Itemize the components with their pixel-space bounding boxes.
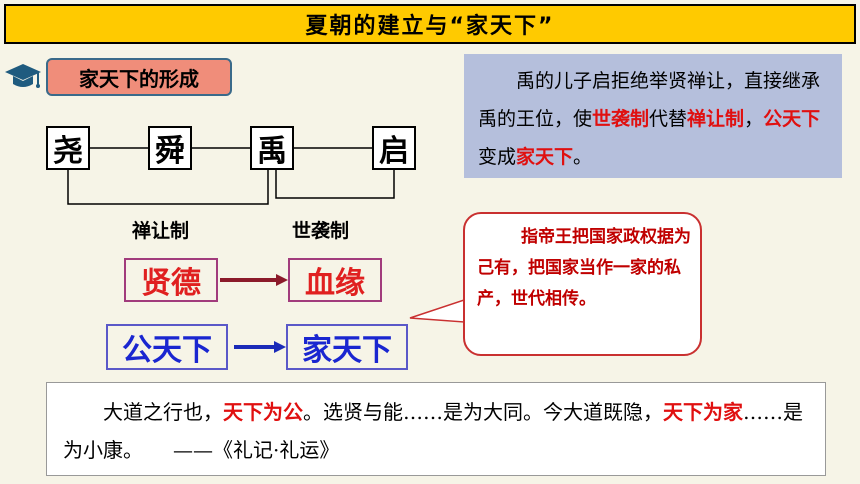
ruler-yao: 尧 xyxy=(46,126,90,170)
definition-bubble: 指帝王把国家政权据为己有，把国家当作一家的私产，世代相传。 xyxy=(463,212,702,356)
page-title: 夏朝的建立与“家天下” xyxy=(305,14,555,39)
classic-quote: 大道之行也，天下为公。选贤与能……是为大同。今大道既隐，天下为家……是为小康。 … xyxy=(46,382,826,476)
quote-highlight-family: 天下为家 xyxy=(663,400,743,424)
quote-part-1: 大道之行也， xyxy=(103,400,223,424)
ruler-yu: 禹 xyxy=(250,126,294,170)
note-text-3: ， xyxy=(744,108,764,130)
section-heading-label: 家天下的形成 xyxy=(79,66,199,91)
note-highlight-family: 家天下 xyxy=(516,146,574,168)
ruler-qi: 启 xyxy=(372,126,416,170)
note-text-4: 变成 xyxy=(478,146,517,168)
quote-highlight-public: 天下为公 xyxy=(223,400,303,424)
section-heading: 家天下的形成 xyxy=(46,58,232,96)
explanation-note: 禹的儿子启拒绝举贤禅让，直接继承禹的王位，使世袭制代替禅让制，公天下变成家天下。 xyxy=(464,54,842,178)
quote-part-3: ……是为小康。 ——《礼记·礼运》 xyxy=(63,400,803,462)
note-text-1: 禹的儿子启拒绝举贤禅让，直接继承禹的王位，使 xyxy=(478,70,821,130)
note-highlight-hereditary: 世袭制 xyxy=(592,108,650,130)
note-text-5: 。 xyxy=(573,146,593,168)
note-highlight-public: 公天下 xyxy=(763,108,821,130)
quote-part-2: 。选贤与能……是为大同。今大道既隐， xyxy=(303,400,663,424)
label-abdication-system: 禅让制 xyxy=(132,220,190,242)
graduation-cap-icon xyxy=(5,64,41,88)
title-bar: 夏朝的建立与“家天下” xyxy=(4,4,856,44)
label-hereditary-system: 世袭制 xyxy=(292,220,350,242)
definition-text: 指帝王把国家政权据为己有，把国家当作一家的私产，世代相传。 xyxy=(477,227,691,309)
note-highlight-abdication: 禅让制 xyxy=(687,108,745,130)
chain-virtue: 贤德 xyxy=(124,258,218,302)
chain-bloodline: 血缘 xyxy=(288,258,382,302)
chain-public-realm: 公天下 xyxy=(106,324,228,370)
note-text-2: 代替 xyxy=(649,108,688,130)
ruler-shun: 舜 xyxy=(148,126,192,170)
chain-family-realm: 家天下 xyxy=(286,324,408,370)
